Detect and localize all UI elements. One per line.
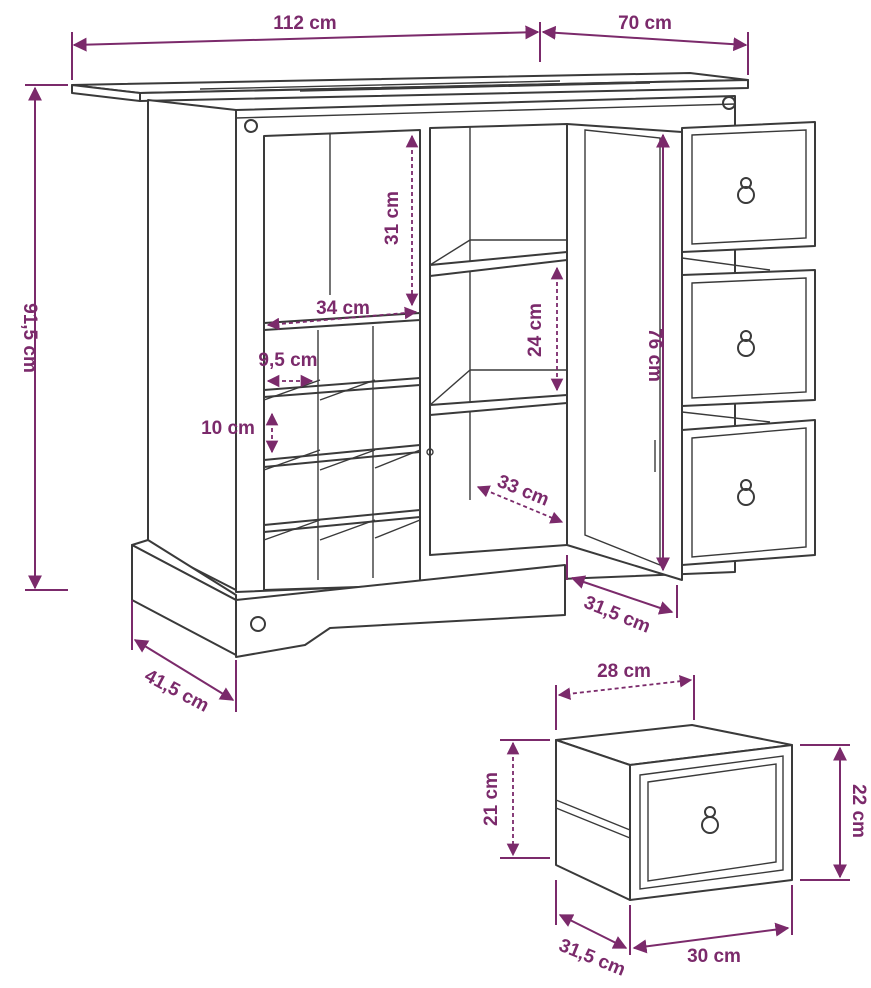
label-drawer-height: 22 cm xyxy=(848,784,869,838)
label-door-depth: 31,5 cm xyxy=(581,592,654,638)
loose-drawer-drawing xyxy=(555,724,793,901)
label-drawer-inner-height: 21 cm xyxy=(481,772,502,826)
label-total-depth: 70 cm xyxy=(618,13,672,34)
label-total-width: 112 cm xyxy=(273,13,336,34)
drawer-middle xyxy=(681,257,816,407)
frame-bolt-left xyxy=(244,119,258,133)
left-side-panel xyxy=(147,99,237,591)
label-bottle-slot-height: 10 cm xyxy=(201,418,255,439)
drawer-bottom xyxy=(681,411,816,566)
label-shelf-height-middle: 24 cm xyxy=(525,303,546,357)
label-shelf-height-upper: 31 cm xyxy=(382,191,403,245)
frame-bolt-right xyxy=(722,96,736,110)
plinth-front xyxy=(235,564,566,658)
label-cabinet-depth: 41,5 cm xyxy=(141,666,212,717)
label-drawer-width: 30 cm xyxy=(687,946,741,967)
label-wine-rack-width: 34 cm xyxy=(316,298,370,319)
loose-drawer-front xyxy=(629,744,793,901)
dimension-lines xyxy=(25,22,850,955)
label-drawer-inner-width: 28 cm xyxy=(597,661,651,682)
open-door xyxy=(566,123,683,581)
label-drawer-depth: 31,5 cm xyxy=(556,935,629,981)
label-bottle-slot-width: 9,5 cm xyxy=(258,350,317,371)
drawer-top xyxy=(681,121,816,253)
label-total-height: 91,5 cm xyxy=(19,303,40,373)
loose-drawer-side xyxy=(555,739,631,901)
label-door-height: 76 cm xyxy=(644,328,665,382)
cabinet-drawing xyxy=(71,72,816,658)
